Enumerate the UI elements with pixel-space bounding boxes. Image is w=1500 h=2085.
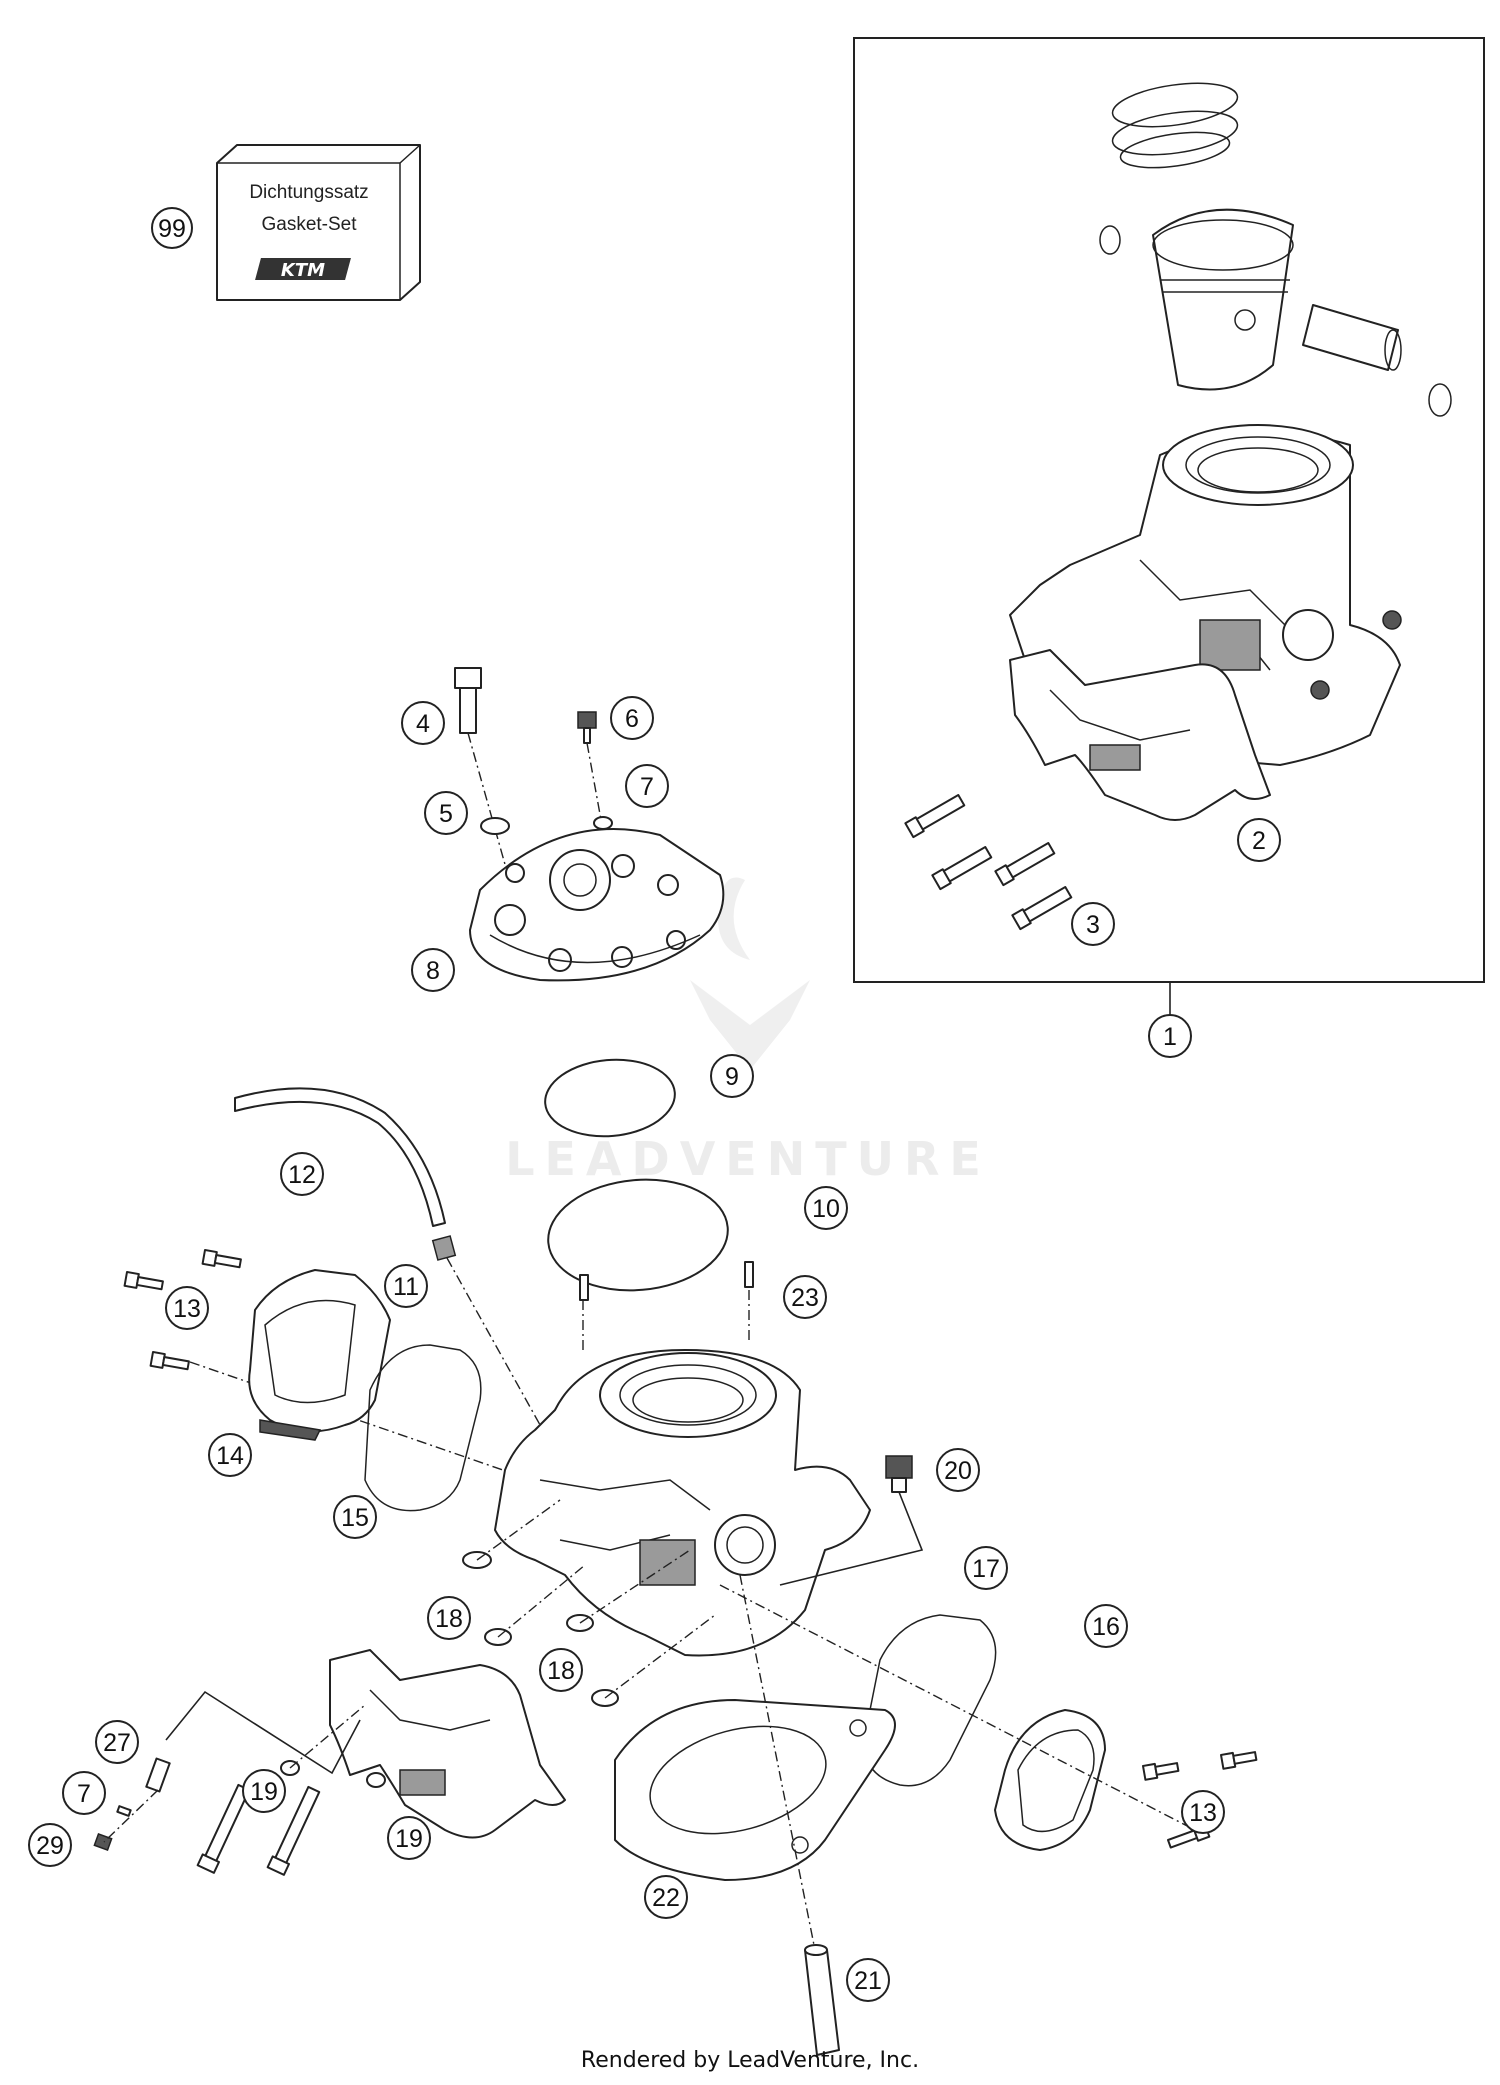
callout-13: 13 <box>165 1286 209 1330</box>
svg-text:4: 4 <box>416 710 430 738</box>
circlip-right <box>1428 383 1452 417</box>
svg-text:6: 6 <box>625 705 639 733</box>
svg-text:13: 13 <box>1189 1799 1217 1827</box>
cover-gasket-left <box>364 1344 482 1512</box>
svg-text:1: 1 <box>1163 1023 1177 1051</box>
kit-exhaust-flange <box>1009 649 1271 821</box>
exhaust-flange <box>329 1649 566 1839</box>
callout-21: 21 <box>846 1958 890 2002</box>
callout-19a: 19 <box>242 1769 286 1813</box>
svg-text:23: 23 <box>791 1284 819 1312</box>
callout-29: 29 <box>28 1823 72 1867</box>
bolts-13-left <box>123 1249 242 1371</box>
svg-text:14: 14 <box>216 1442 244 1470</box>
washer-5 <box>480 817 510 835</box>
svg-text:18: 18 <box>435 1605 463 1633</box>
svg-text:22: 22 <box>652 1884 680 1912</box>
svg-text:7: 7 <box>77 1780 91 1808</box>
svg-text:2: 2 <box>1252 827 1266 855</box>
piston-pin <box>1302 304 1402 371</box>
callout-17: 17 <box>964 1546 1008 1590</box>
svg-text:10: 10 <box>812 1195 840 1223</box>
svg-text:8: 8 <box>426 957 440 985</box>
callout-15: 15 <box>333 1495 377 1539</box>
nut-20 <box>885 1455 913 1493</box>
callout-3: 3 <box>1071 902 1115 946</box>
svg-text:12: 12 <box>288 1161 316 1189</box>
callout-6: 6 <box>610 696 654 740</box>
svg-text:5: 5 <box>439 800 453 828</box>
callout-12: 12 <box>280 1152 324 1196</box>
flange-bolts <box>196 1783 321 1876</box>
svg-text:13: 13 <box>173 1295 201 1323</box>
main-cylinder <box>494 1261 871 1657</box>
svg-text:11: 11 <box>393 1273 419 1301</box>
callout-14: 14 <box>208 1433 252 1477</box>
callout-8: 8 <box>411 948 455 992</box>
o-ring-10 <box>547 1178 729 1292</box>
washer-7b <box>116 1805 132 1817</box>
svg-text:16: 16 <box>1092 1613 1120 1641</box>
footer-credit: Rendered by LeadVenture, Inc. <box>580 2048 920 2073</box>
nut-6 <box>577 711 597 744</box>
callout-23: 23 <box>783 1275 827 1319</box>
gasket-box-line2: Gasket-Set <box>261 214 357 235</box>
svg-text:99: 99 <box>158 215 186 243</box>
kit-bolts <box>904 794 1073 931</box>
breather-hose <box>234 1087 446 1227</box>
circlip-left <box>1099 225 1121 255</box>
callout-4: 4 <box>401 701 445 745</box>
o-ring-9 <box>544 1058 676 1138</box>
callout-20: 20 <box>936 1448 980 1492</box>
callout-7b: 7 <box>62 1771 106 1815</box>
svg-text:9: 9 <box>725 1063 739 1091</box>
gasket-box-line1: Dichtungssatz <box>249 182 368 203</box>
dowel-21 <box>804 1944 840 2056</box>
washer-19b <box>366 1772 386 1788</box>
callout-19b: 19 <box>387 1816 431 1860</box>
watermark-text: LEADVENTURE <box>505 1132 991 1186</box>
callout-22: 22 <box>644 1875 688 1919</box>
head-bolt <box>454 667 482 734</box>
callout-18a: 18 <box>427 1596 471 1640</box>
svg-text:19: 19 <box>250 1778 278 1806</box>
piston <box>1152 208 1294 391</box>
base-gasket <box>614 1699 896 1881</box>
svg-text:15: 15 <box>341 1504 369 1532</box>
callout-1: 1 <box>1148 1014 1192 1058</box>
callout-5: 5 <box>424 791 468 835</box>
svg-text:3: 3 <box>1086 911 1100 939</box>
svg-text:27: 27 <box>103 1729 131 1757</box>
callout-10: 10 <box>804 1186 848 1230</box>
callout-11: 11 <box>384 1264 428 1308</box>
callout-27: 27 <box>95 1720 139 1764</box>
svg-text:20: 20 <box>944 1457 972 1485</box>
exhaust-valve-cover-right <box>994 1709 1106 1851</box>
svg-text:17: 17 <box>972 1555 1000 1583</box>
hose-fitting <box>431 1235 457 1261</box>
cylinder-kit-frame <box>853 37 1485 983</box>
callout-99: 99 <box>151 207 193 249</box>
ktm-logo: KTM <box>281 260 325 281</box>
svg-text:7: 7 <box>640 773 654 801</box>
piston-rings <box>1111 82 1239 169</box>
callout-13b: 13 <box>1181 1790 1225 1834</box>
callout-18b: 18 <box>539 1648 583 1692</box>
svg-text:29: 29 <box>36 1832 64 1860</box>
svg-text:18: 18 <box>547 1657 575 1685</box>
svg-text:21: 21 <box>854 1967 882 1995</box>
gasket-set-box: Dichtungssatz Gasket-Set KTM <box>216 144 421 301</box>
screw-27 <box>145 1757 171 1793</box>
exhaust-valve-cover <box>248 1269 391 1441</box>
callout-16: 16 <box>1084 1604 1128 1648</box>
leadventure-watermark: LEADVENTURE <box>505 877 991 1186</box>
cover-gasket-right <box>863 1614 997 1787</box>
cylinder-head <box>469 828 725 982</box>
callout-2: 2 <box>1237 818 1281 862</box>
callout-7: 7 <box>625 764 669 808</box>
washer-7 <box>593 816 613 830</box>
svg-text:19: 19 <box>395 1825 423 1853</box>
callout-9: 9 <box>710 1054 754 1098</box>
